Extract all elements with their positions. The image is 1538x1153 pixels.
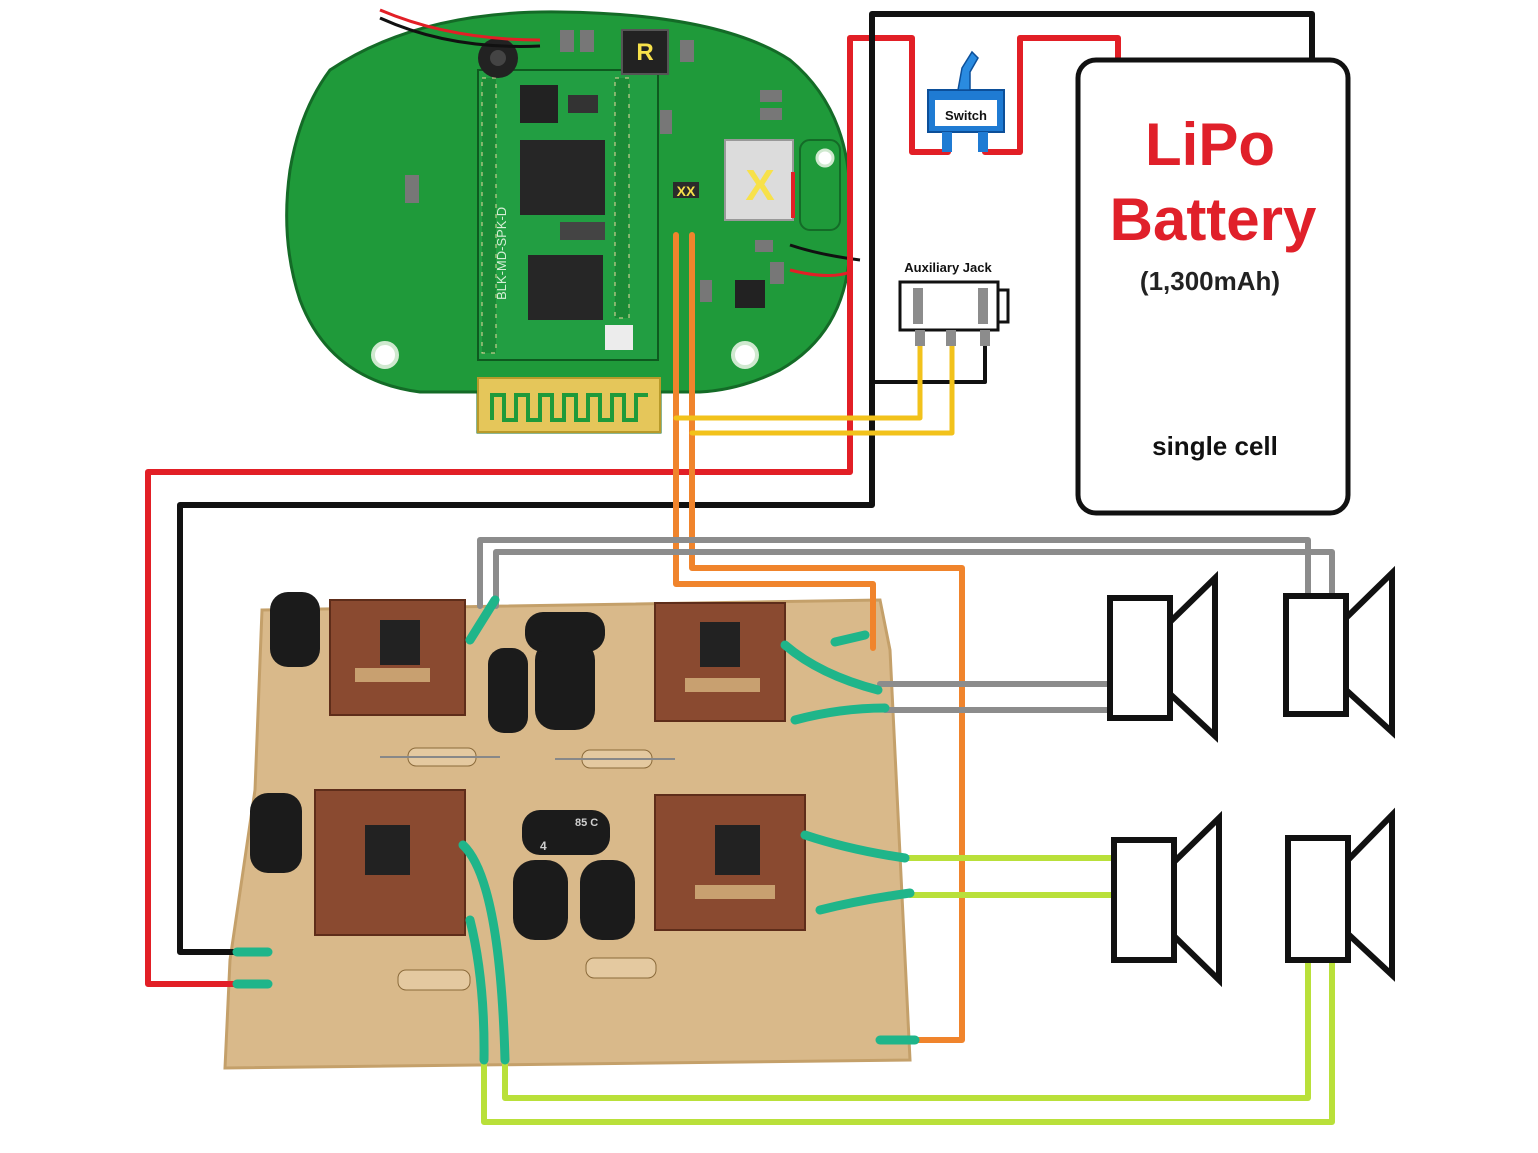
battery-title-line2: Battery <box>1110 186 1317 253</box>
chip <box>735 280 765 308</box>
wire-yellow-1 <box>673 342 923 421</box>
jack-label: Auxiliary Jack <box>904 260 992 275</box>
amp-module-3 <box>314 789 466 936</box>
green-jumpers <box>232 595 920 1065</box>
wires <box>145 11 1335 1125</box>
wire-gray-1 <box>477 537 1311 609</box>
chip <box>560 222 605 240</box>
speaker-top-left <box>1107 570 1218 743</box>
auxiliary-jack: Auxiliary Jack <box>898 260 1010 346</box>
wire-lime-4 <box>502 957 1311 1101</box>
chip <box>520 140 605 215</box>
speaker-bottom-right <box>1285 807 1395 982</box>
chip <box>605 325 633 350</box>
wire-yellow-2 <box>689 342 955 436</box>
marker-x: X <box>745 161 774 210</box>
wire-lime-3 <box>481 957 1335 1125</box>
switch-label: Switch <box>945 108 987 123</box>
amp-module-2 <box>654 602 786 722</box>
chip <box>520 85 558 123</box>
amplifier-board: 85 C 4 <box>223 592 912 1070</box>
amp-module-4 <box>654 794 806 931</box>
resistors <box>380 747 675 991</box>
power-switch: Switch <box>927 50 1005 152</box>
speaker-bottom-left <box>1111 810 1222 988</box>
lipo-battery: LiPo Battery (1,300mAh) single cell <box>1075 57 1351 516</box>
battery-title-line1: LiPo <box>1145 111 1275 178</box>
chip <box>528 255 603 320</box>
wire-red-switch-to-battery <box>847 35 1121 261</box>
wire-black-jack <box>870 343 987 384</box>
cap-label-a: 85 C <box>575 817 598 829</box>
cap-label-b: 4 <box>540 839 547 853</box>
speaker-top-right <box>1283 565 1395 739</box>
pcb-antenna <box>477 377 661 433</box>
wire-orange-right <box>689 232 965 1043</box>
wire-gray-2 <box>493 549 1335 609</box>
silkscreen-id: BLK-MD-SPK-D <box>494 207 509 300</box>
bluetooth-module-board: R X XX BLK-MD-SPK-D <box>285 8 861 434</box>
capacitors <box>250 592 635 940</box>
battery-note: single cell <box>1152 431 1278 461</box>
tactile-switch <box>724 139 794 221</box>
battery-capacity: (1,300mAh) <box>1140 266 1280 296</box>
marker-r: R <box>636 39 653 66</box>
marker-small: XX <box>677 183 696 199</box>
smd-components <box>405 30 784 302</box>
amp-module-1 <box>329 599 466 716</box>
chip <box>568 95 598 113</box>
wire-orange-left <box>673 232 876 651</box>
wire-black-ground <box>177 11 1315 955</box>
wire-red-to-amp <box>145 255 853 987</box>
